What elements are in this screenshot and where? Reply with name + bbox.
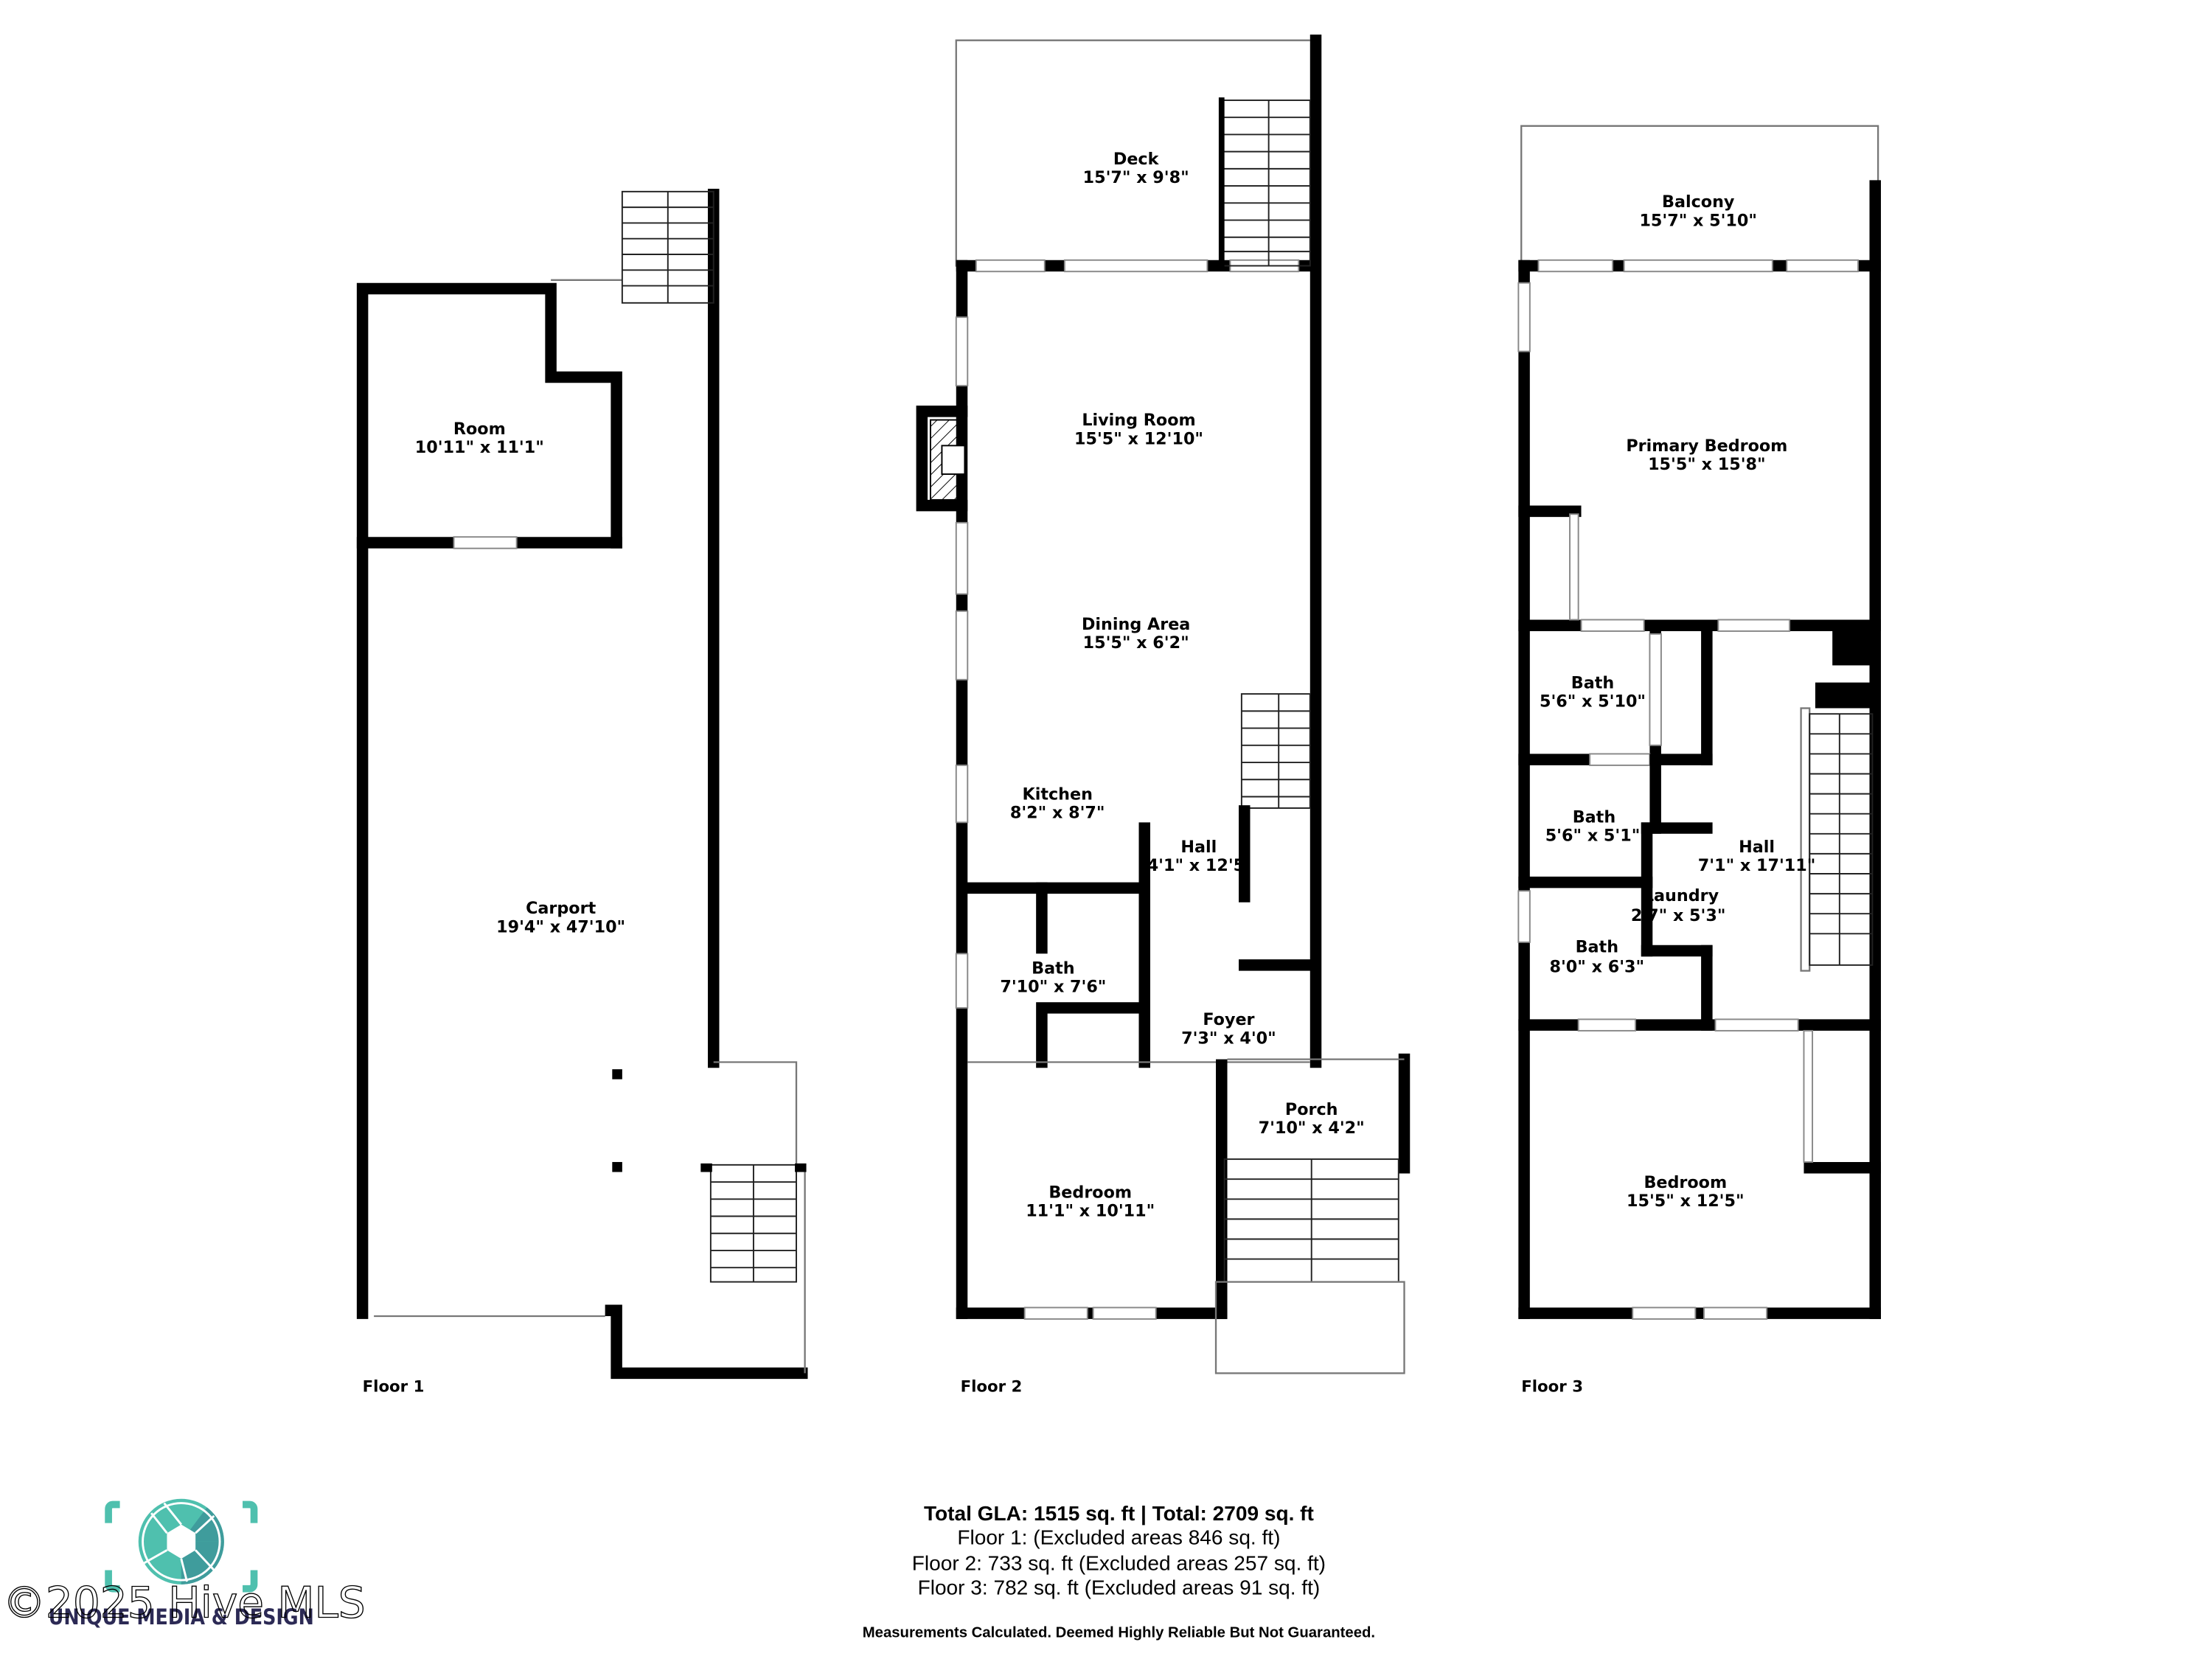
stairs [1240, 693, 1311, 809]
floor-2-label: Floor 2 [961, 1378, 1023, 1397]
disclaimer: Measurements Calculated. Deemed Highly R… [863, 1624, 1375, 1641]
total-area: Total GLA: 1515 sq. ft | Total: 2709 sq.… [924, 1502, 1314, 1525]
floor-3-label: Floor 3 [1521, 1378, 1583, 1397]
stairs [700, 1163, 807, 1283]
stairs [621, 190, 714, 304]
floor-3-area: Floor 3: 782 sq. ft (Excluded areas 91 s… [918, 1576, 1321, 1599]
post [612, 1069, 622, 1079]
floor-1-area: Floor 1: (Excluded areas 846 sq. ft) [957, 1526, 1280, 1549]
floor-2-area: Floor 2: 733 sq. ft (Excluded areas 257 … [912, 1552, 1326, 1575]
floor-1-label: Floor 1 [363, 1378, 425, 1397]
company-logo: UNIQUE MEDIA & DESIGN [49, 1498, 314, 1630]
stairs [1223, 1158, 1399, 1283]
area-summary: Total GLA: 1515 sq. ft | Total: 2709 sq.… [863, 1502, 1375, 1641]
fireplace [916, 406, 968, 512]
watermark: ©2025 Hive MLS [3, 1577, 366, 1627]
post [612, 1161, 622, 1172]
stairs [1218, 97, 1311, 269]
stairs [1800, 707, 1874, 972]
svg-text:UNIQUE MEDIA & DESIGN: UNIQUE MEDIA & DESIGN [49, 1604, 314, 1630]
